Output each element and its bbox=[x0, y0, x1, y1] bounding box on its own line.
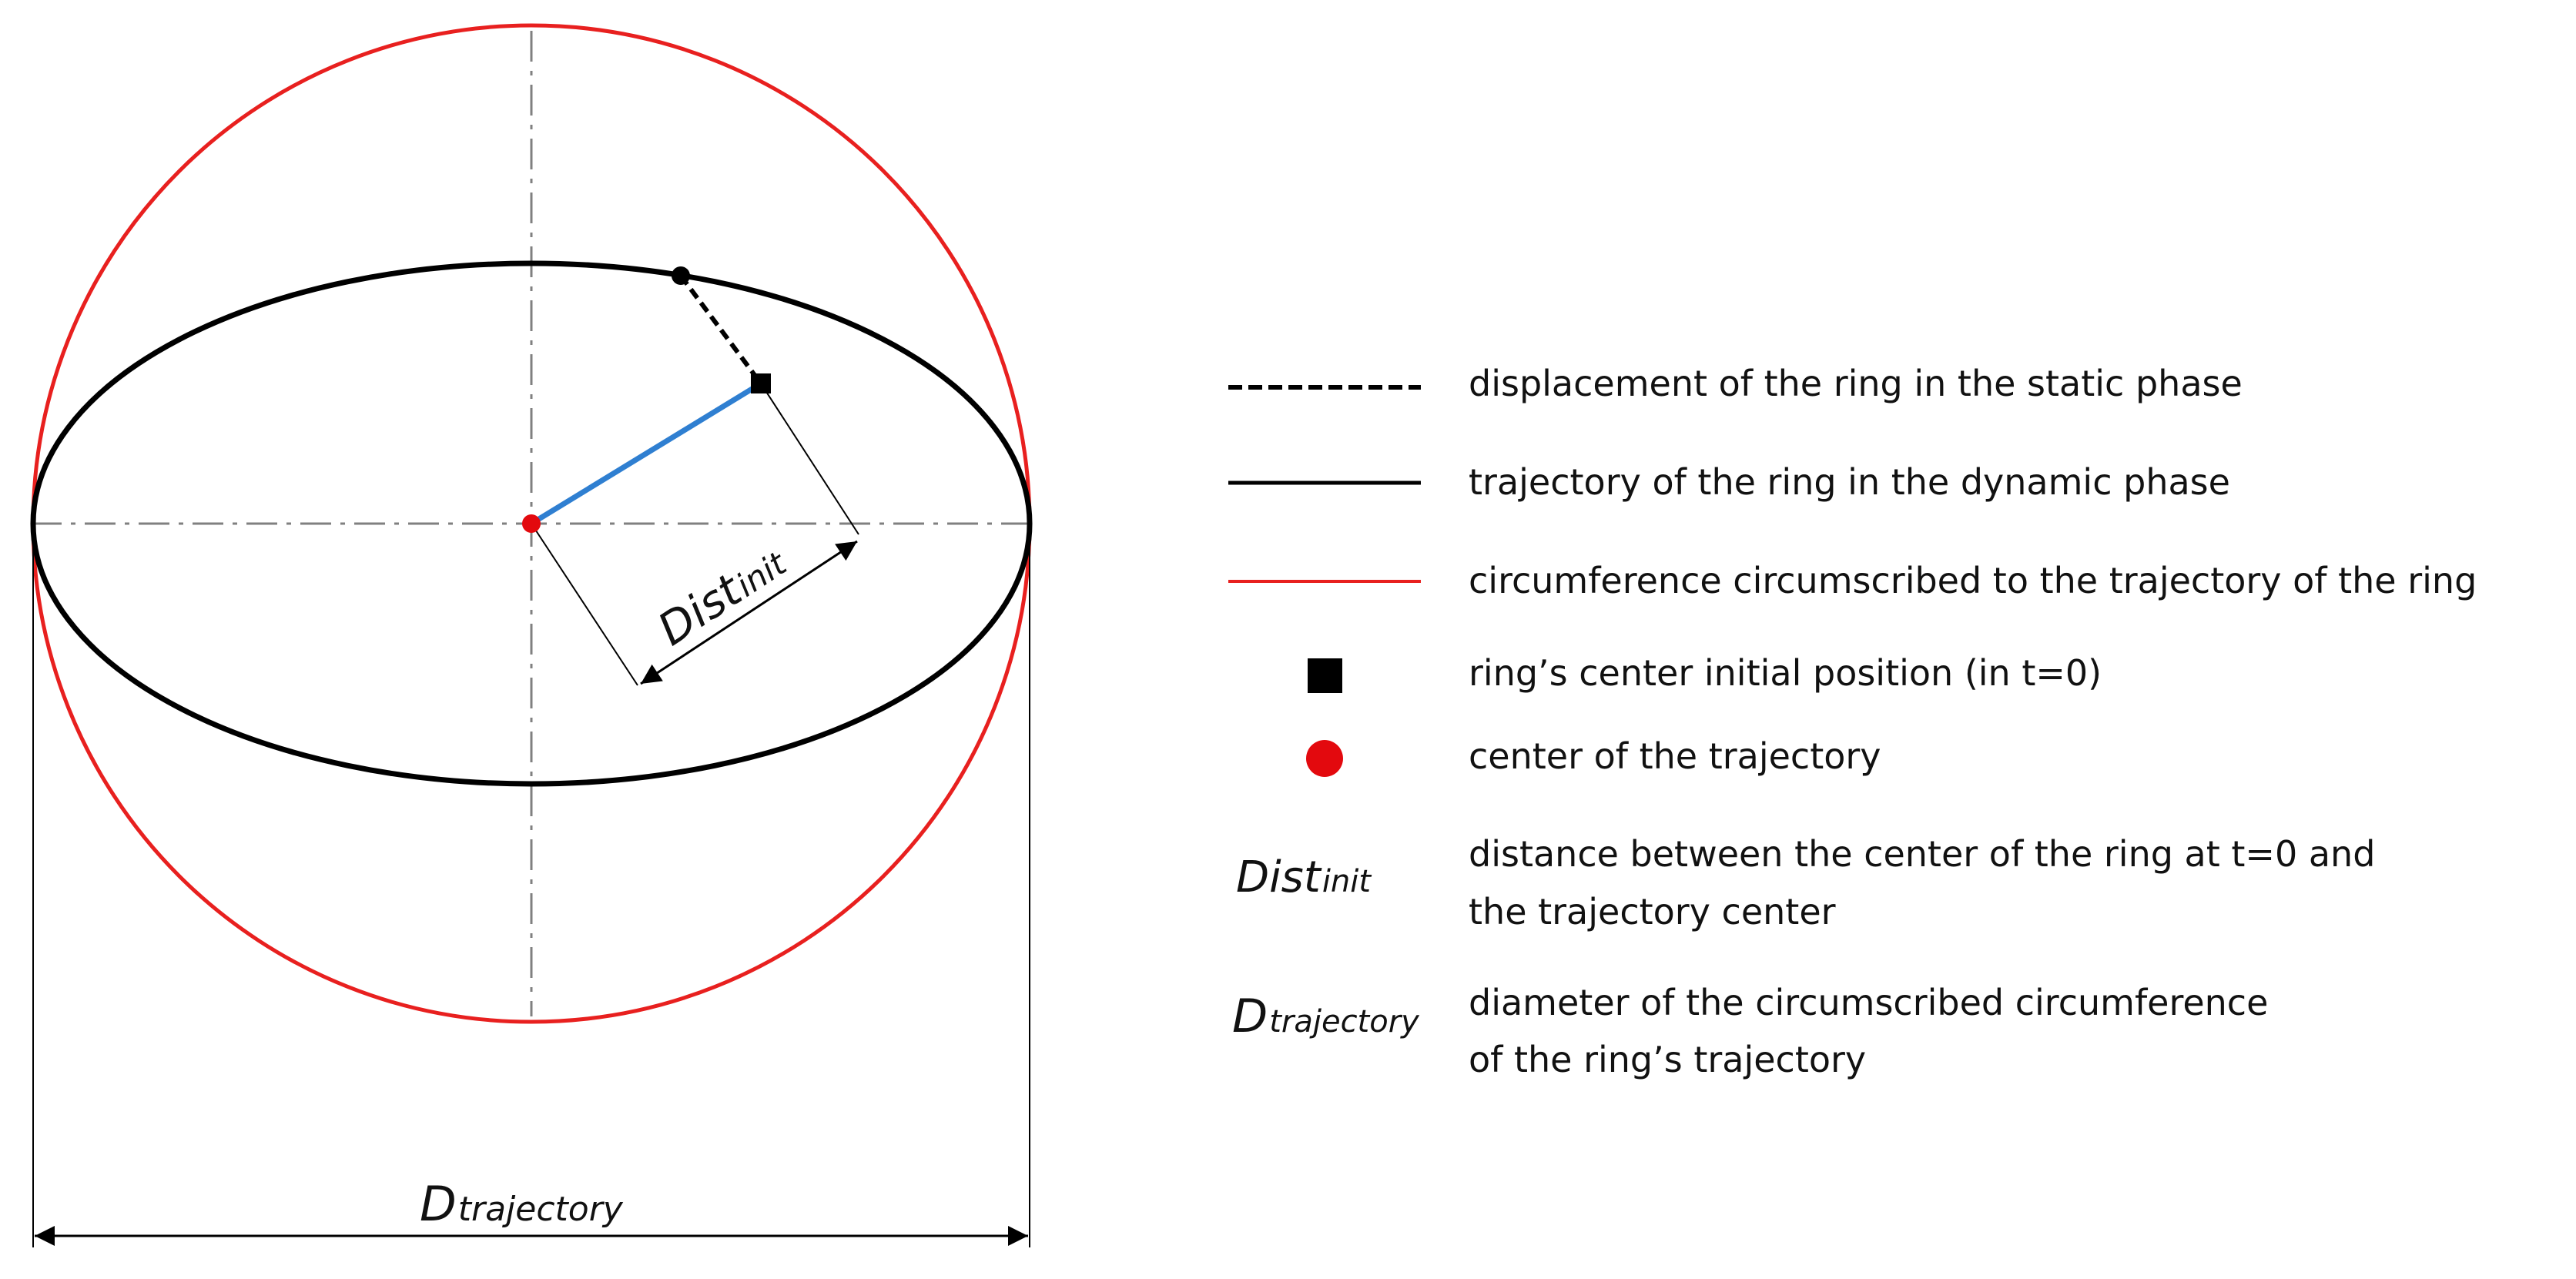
d-trajectory-label: Dtrajectory bbox=[420, 1176, 624, 1232]
displacement-end-dot bbox=[672, 266, 690, 285]
dist-extension-from-center bbox=[531, 523, 638, 686]
legend-square-icon bbox=[1308, 658, 1342, 693]
legend-dist-line1: distance between the center of the ring … bbox=[1469, 833, 2375, 875]
legend-red-dot-icon bbox=[1306, 740, 1343, 777]
legend-dynamic-label: trajectory of the ring in the dynamic ph… bbox=[1469, 461, 2230, 503]
dist-dimension-arrow bbox=[640, 540, 858, 685]
legend-dtraj-symbol: Dtrajectory bbox=[1232, 989, 1420, 1043]
initial-position-square bbox=[751, 373, 771, 393]
legend: displacement of the ring in the static p… bbox=[1228, 363, 2477, 1080]
legend-dist-symbol: Distinit bbox=[1236, 852, 1372, 902]
dist-extension-from-square bbox=[760, 383, 859, 535]
legend-initial-position-label: ring’s center initial position (in t=0) bbox=[1469, 652, 2102, 694]
legend-dist-line2: the trajectory center bbox=[1469, 891, 1836, 932]
legend-dtraj-line1: diameter of the circumscribed circumfere… bbox=[1469, 982, 2268, 1023]
legend-center-label: center of the trajectory bbox=[1469, 735, 1881, 777]
initial-radius-line bbox=[530, 381, 762, 526]
static-displacement-line bbox=[678, 274, 763, 385]
legend-static-label: displacement of the ring in the static p… bbox=[1469, 363, 2243, 404]
legend-circumference-label: circumference circumscribed to the traje… bbox=[1469, 560, 2477, 601]
trajectory-center-dot bbox=[522, 514, 541, 533]
legend-dtraj-line2: of the ring’s trajectory bbox=[1469, 1039, 1866, 1080]
